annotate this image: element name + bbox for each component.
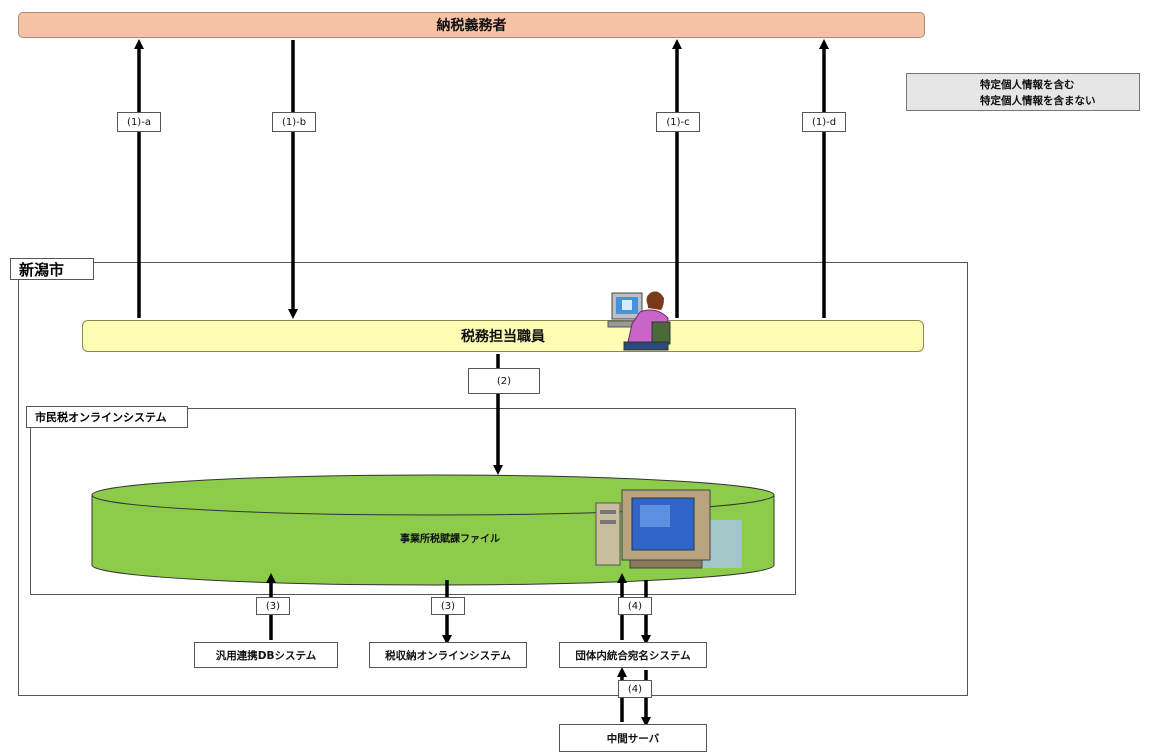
flow-label-1c: (1)-c xyxy=(656,112,700,132)
flow-label-4-lower: (4) xyxy=(618,680,652,698)
db-system-box: 汎用連携DBシステム xyxy=(194,642,338,668)
flow-label-2: (2) xyxy=(468,368,540,394)
flow-label-1a: (1)-a xyxy=(117,112,161,132)
legend-dotted-label: 特定個人情報を含まない xyxy=(980,93,1096,108)
address-system-box: 団体内統合宛名システム xyxy=(559,642,707,668)
operator-at-computer-icon xyxy=(608,292,670,351)
flow-label-3-left: (3) xyxy=(256,597,290,615)
tax-collection-system-box: 税収納オンラインシステム xyxy=(369,642,527,668)
intermediate-server-box: 中間サーバ xyxy=(559,724,707,752)
legend-solid-label: 特定個人情報を含む xyxy=(980,77,1075,92)
file-label: 事業所税賦課ファイル xyxy=(330,530,570,545)
flow-label-3-right: (3) xyxy=(431,597,465,615)
flow-label-1b: (1)-b xyxy=(272,112,316,132)
flow-label-4-upper: (4) xyxy=(618,597,652,615)
flow-label-1d: (1)-d xyxy=(802,112,846,132)
